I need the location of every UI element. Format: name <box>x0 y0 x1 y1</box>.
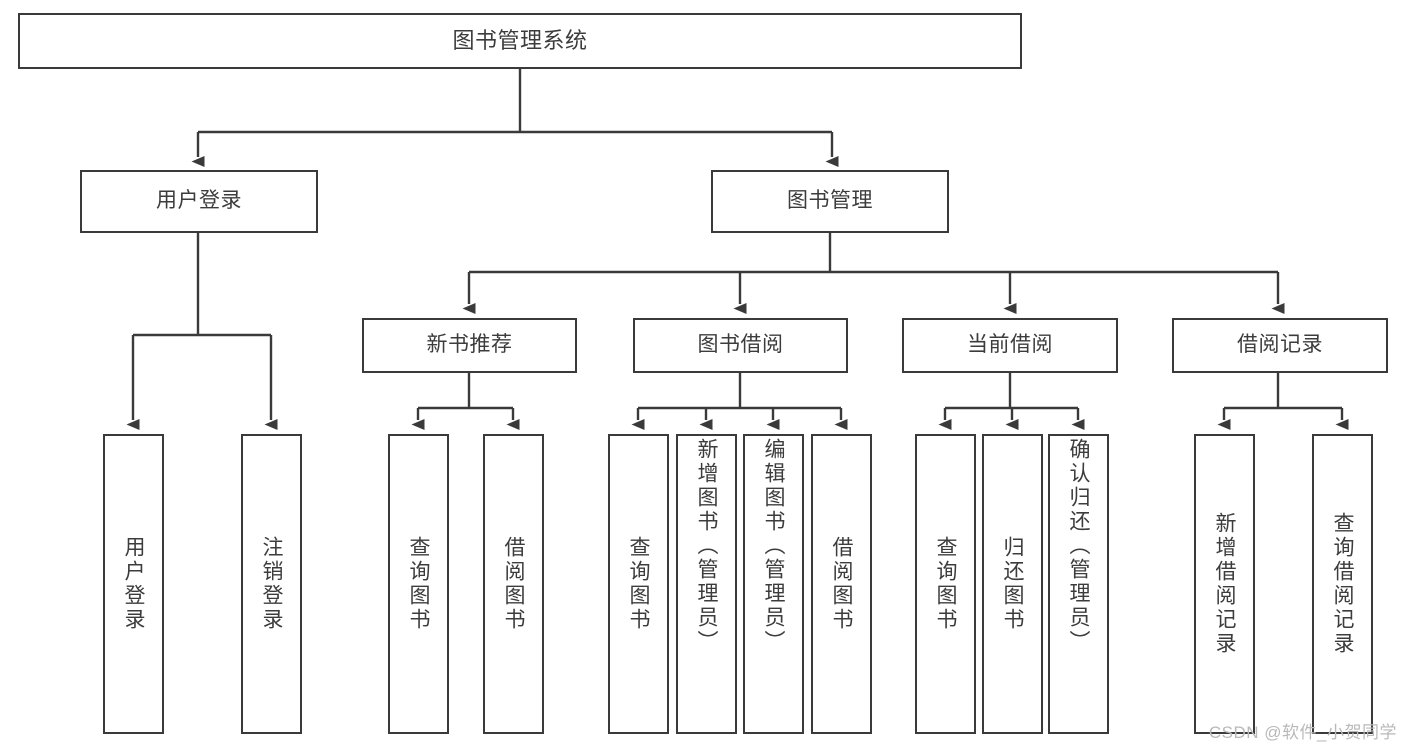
watermark-text: CSDN @软件_小贺同学 <box>1208 723 1397 742</box>
leaf-borrow-query-book[interactable]: 查询图书 <box>608 434 669 734</box>
leaf-user-login-logout[interactable]: 注销登录 <box>241 434 302 734</box>
node-book-management[interactable]: 图书管理 <box>711 170 949 233</box>
node-label: 编辑图书（管理员） <box>762 438 785 654</box>
node-current-borrow[interactable]: 当前借阅 <box>902 318 1118 373</box>
node-label: 查询图书 <box>934 536 957 632</box>
node-label: 用户登录 <box>122 536 145 632</box>
node-label: 图书管理系统 <box>452 28 588 54</box>
leaf-borrow-add-book-admin[interactable]: 新增图书（管理员） <box>676 434 737 734</box>
node-root-system[interactable]: 图书管理系统 <box>18 13 1022 69</box>
leaf-current-query-book[interactable]: 查询图书 <box>915 434 976 734</box>
leaf-recommend-query-book[interactable]: 查询图书 <box>388 434 449 734</box>
node-label: 当前借阅 <box>967 333 1053 357</box>
node-label: 新书推荐 <box>426 333 513 357</box>
node-label: 归还图书 <box>1001 536 1024 632</box>
node-label: 借阅记录 <box>1237 333 1323 357</box>
node-label: 图书管理 <box>787 189 873 213</box>
node-label: 确认归还（管理员） <box>1067 438 1090 654</box>
node-label: 借阅图书 <box>830 536 853 632</box>
leaf-user-login-login[interactable]: 用户登录 <box>103 434 164 734</box>
node-label: 图书借阅 <box>697 333 784 357</box>
node-borrow-record[interactable]: 借阅记录 <box>1172 318 1388 373</box>
node-label: 用户登录 <box>156 189 242 213</box>
node-label: 查询图书 <box>627 536 650 632</box>
leaf-borrow-edit-book-admin[interactable]: 编辑图书（管理员） <box>743 434 804 734</box>
node-book-borrow[interactable]: 图书借阅 <box>633 318 848 373</box>
leaf-current-confirm-return-admin[interactable]: 确认归还（管理员） <box>1048 434 1109 734</box>
leaf-borrow-borrow-book[interactable]: 借阅图书 <box>811 434 872 734</box>
leaf-recommend-borrow-book[interactable]: 借阅图书 <box>483 434 544 734</box>
node-new-book-recommend[interactable]: 新书推荐 <box>362 318 577 373</box>
node-label: 注销登录 <box>260 536 283 632</box>
node-label: 查询图书 <box>407 536 430 632</box>
node-label: 借阅图书 <box>502 536 525 632</box>
leaf-record-add-record[interactable]: 新增借阅记录 <box>1194 434 1255 734</box>
node-label: 查询借阅记录 <box>1331 512 1354 656</box>
node-label: 新增图书（管理员） <box>695 438 718 654</box>
leaf-current-return-book[interactable]: 归还图书 <box>982 434 1043 734</box>
leaf-record-query-record[interactable]: 查询借阅记录 <box>1312 434 1373 734</box>
node-user-login[interactable]: 用户登录 <box>80 170 318 233</box>
node-label: 新增借阅记录 <box>1213 512 1236 656</box>
